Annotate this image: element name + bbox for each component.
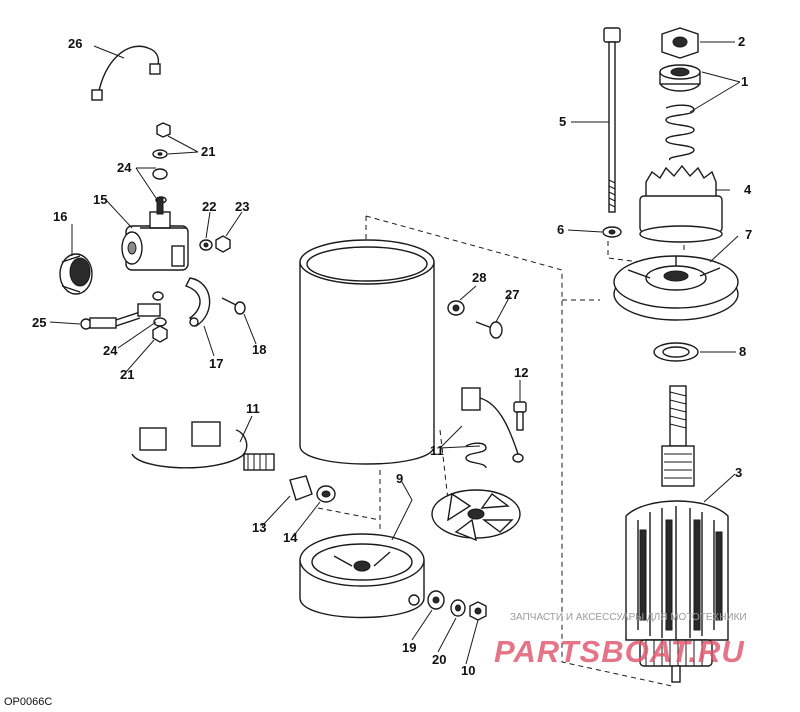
drive-gear-4 [639,164,723,243]
callout-27: 26 [68,36,83,51]
callout-7: 7 [745,227,753,242]
washer-28-bolt-26 [447,300,503,339]
callout-21-upper: 21 [201,144,216,159]
callout-20: 18 [252,342,267,357]
washer-6 [602,226,622,238]
strap-19 [185,277,211,327]
armature-3 [625,385,729,683]
figure-code: OP0066C [4,696,53,708]
cable-25 [80,303,161,330]
callout-3: 3 [735,465,743,480]
washers-15-16-nut-10 [427,590,487,621]
leader-lines [49,41,741,665]
screw-20 [221,297,246,315]
frame-tube [299,239,435,465]
end-cap-7 [613,255,739,321]
through-bolt-5 [603,27,621,213]
callout-24-lower: 24 [103,343,118,358]
collar-spring-1 [659,64,701,161]
callout-22: 22 [202,199,217,214]
nut-washer-stack-lower [152,291,168,343]
callout-1: 1 [741,74,749,89]
callout-12: 12 [514,365,529,380]
brush-holder-9 [431,489,521,542]
callout-24-upper: 24 [117,160,132,175]
callout-19: 17 [209,356,224,371]
callout-6: 6 [557,222,565,237]
callout-8: 8 [739,344,747,359]
nut-2 [661,27,699,59]
watermark-caption: ЗАПЧАСТИ И АКСЕССУАРЫ ДЛЯ МОТОТЕХНИКИ [510,612,747,623]
callout-2: 2 [738,34,746,49]
callout-23: 23 [235,199,250,214]
callout-5: 5 [559,114,567,129]
callout-28: 28 [472,270,487,285]
callout-26: 27 [505,287,520,302]
callout-13: 13 [252,520,267,535]
callout-9: 9 [396,471,404,486]
callout-18: 16 [53,209,68,224]
small-nuts-22-23 [199,235,231,253]
callout-14: 14 [283,530,298,545]
screw-12 [513,401,527,431]
boot-18 [59,253,93,295]
insulator-13-washer-14 [289,475,336,503]
nut-washer-stack-upper [152,122,171,204]
watermark-logo: PARTSBOAT.RU [494,634,745,669]
ground-wire-27 [91,45,161,101]
callout-10: 10 [461,663,476,678]
callout-4: 4 [744,182,752,197]
thrust-washer-8 [653,342,699,362]
lower-end-cap [299,533,425,619]
callout-11-top: 11 [246,401,260,416]
brush-set-right-11 [461,387,524,469]
brush-set-left-11 [131,421,275,471]
callout-11-mid: 11 [430,443,444,458]
callout-21-lower: 21 [120,367,135,382]
callout-16: 20 [432,652,447,667]
solenoid-17 [121,197,189,271]
callout-17: 15 [93,192,108,207]
callout-15: 19 [402,640,417,655]
callout-25: 25 [32,315,47,330]
